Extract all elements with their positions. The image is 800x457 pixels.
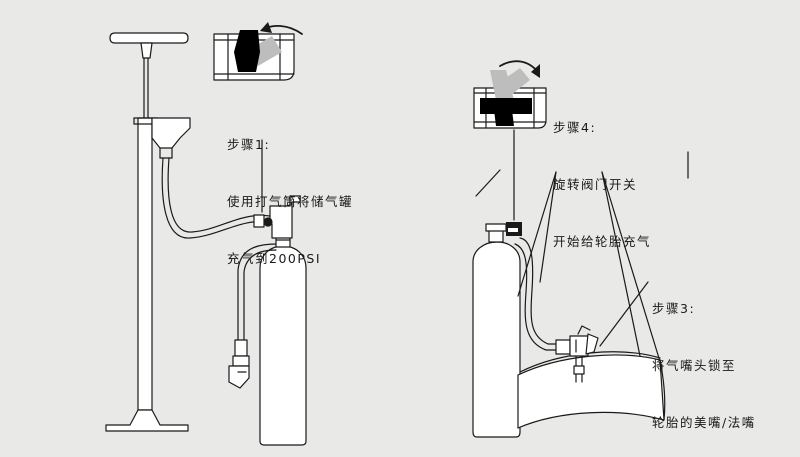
step4-annotation: 步骤4: 旋转阀门开关 开始给轮胎充气 <box>553 80 651 270</box>
tire <box>475 151 689 429</box>
valve-icon-closed <box>213 22 303 81</box>
step1-title: 步骤1: <box>227 137 271 152</box>
step1-annotation: 步骤1: 使用打气筒将储气罐 充气到200PSI <box>227 97 353 287</box>
floor-pump <box>105 32 271 432</box>
valve-icon-open <box>473 60 547 129</box>
step4-title: 步骤4: <box>553 120 597 135</box>
step3-leader <box>599 281 649 347</box>
step3-title: 步骤3: <box>652 301 696 316</box>
step3-line1: 将气嘴头锁至 <box>652 358 737 373</box>
air-tank-right <box>472 222 559 438</box>
step1-line1: 使用打气筒将储气罐 <box>227 194 354 209</box>
step1-line2: 充气到200PSI <box>227 251 322 266</box>
step4-line2: 开始给轮胎充气 <box>553 234 652 249</box>
valve-chuck <box>555 325 599 383</box>
step4-line1: 旋转阀门开关 <box>553 177 638 192</box>
air-tank-left <box>228 195 307 446</box>
step3-annotation: 步骤3: 将气嘴头锁至 轮胎的美嘴/法嘴 <box>652 261 756 451</box>
step3-line2: 轮胎的美嘴/法嘴 <box>652 415 756 430</box>
